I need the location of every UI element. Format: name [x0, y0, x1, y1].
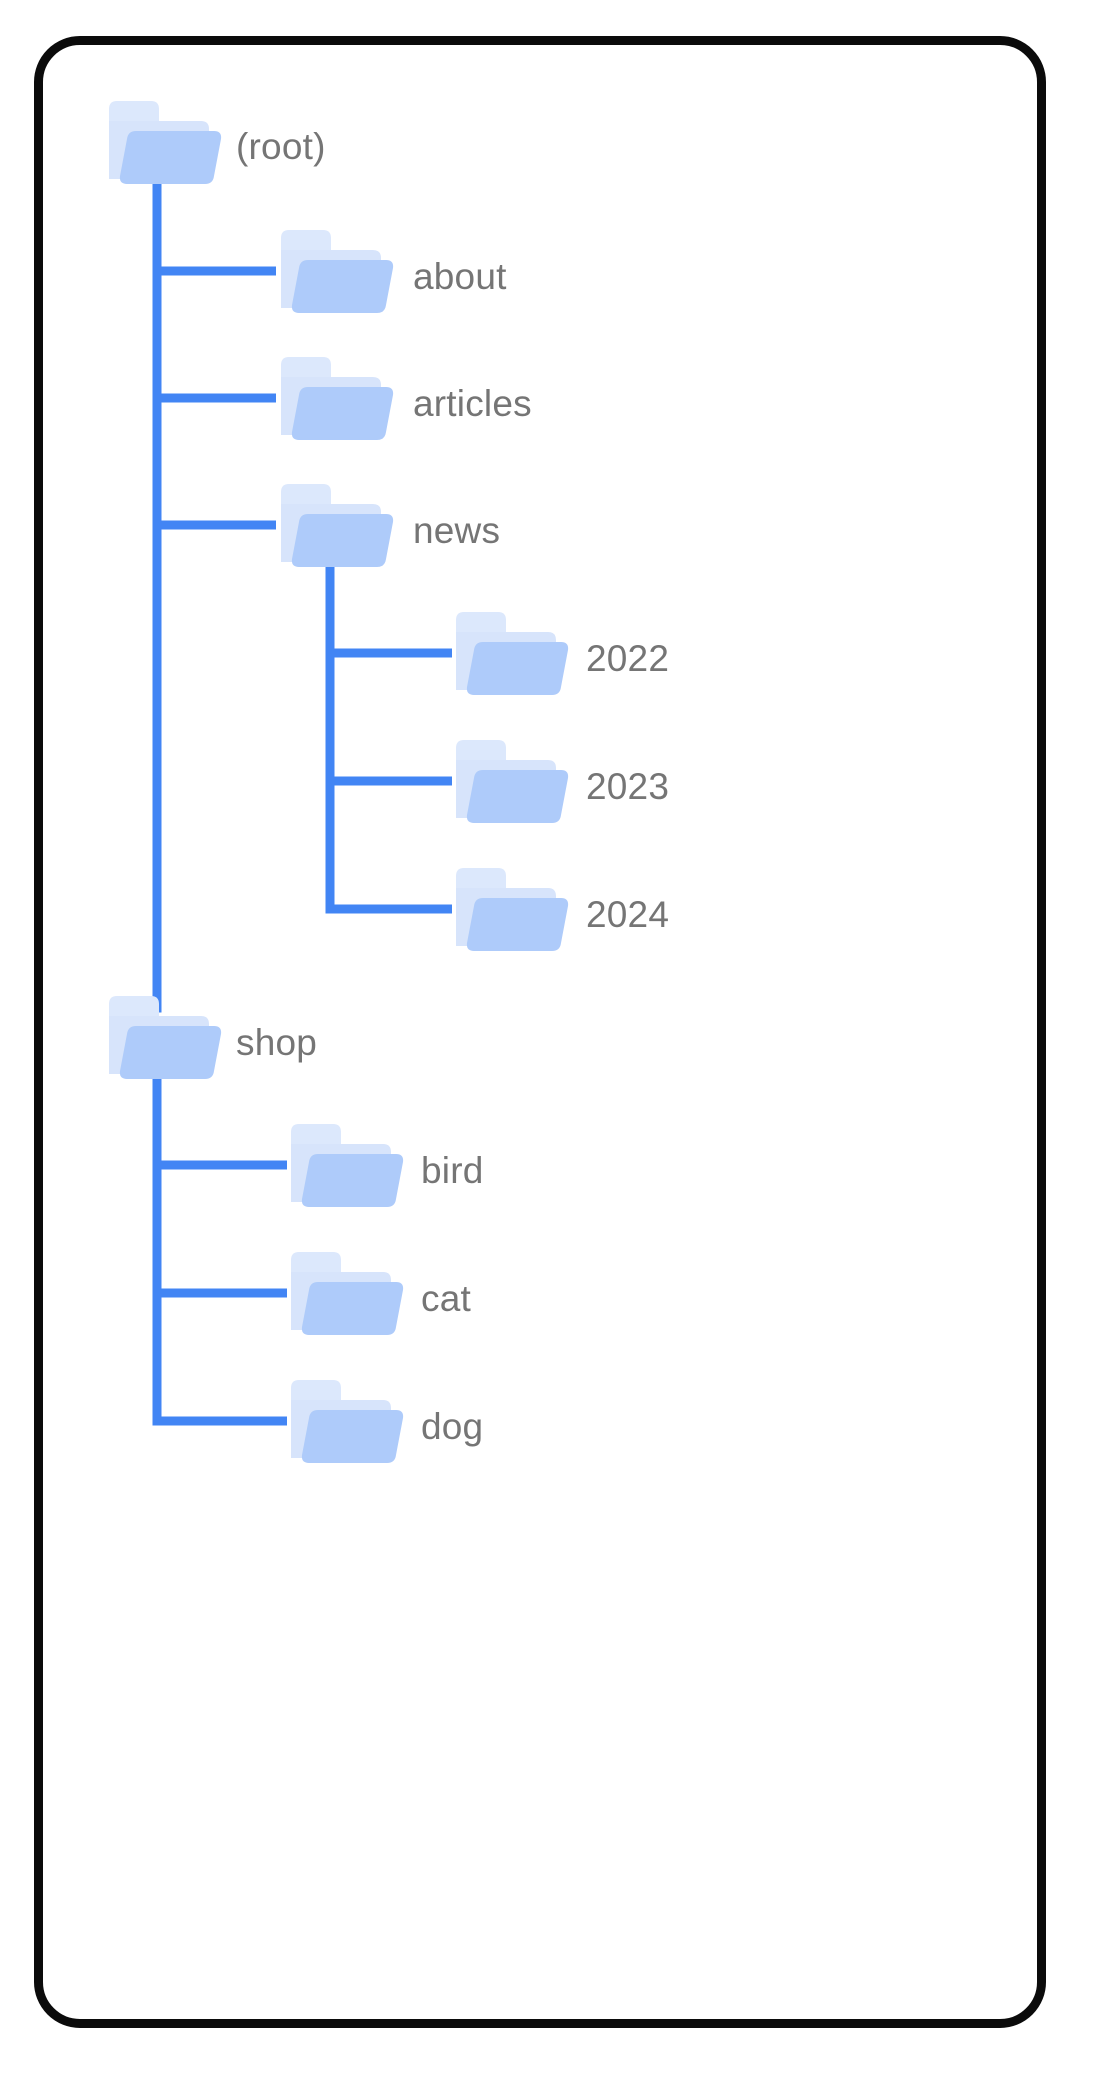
folder-icon-y2024[interactable]: [450, 866, 570, 956]
folder-icon: [291, 1252, 404, 1335]
folder-label-articles: articles: [413, 383, 532, 424]
folder-front-body: [466, 642, 569, 695]
folder-icon-y2023[interactable]: [450, 738, 570, 828]
folder-icon-news[interactable]: [275, 482, 395, 572]
folder-label-root: (root): [236, 126, 326, 167]
folder-front-body: [119, 1026, 222, 1079]
folder-front-body: [466, 898, 569, 951]
folder-icon: [456, 868, 569, 951]
folder-icon: [281, 357, 394, 440]
folder-icon-bird[interactable]: [285, 1122, 405, 1212]
folder-label-y2022: 2022: [586, 638, 670, 679]
folder-icon: [281, 230, 394, 313]
folder-label-shop: shop: [236, 1022, 318, 1063]
folder-icon: [109, 101, 222, 184]
folder-front-body: [466, 770, 569, 823]
folder-front-body: [119, 131, 222, 184]
folder-icon-dog[interactable]: [285, 1378, 405, 1468]
folder-icon: [456, 612, 569, 695]
folder-icon-y2022[interactable]: [450, 610, 570, 700]
folder-label-cat: cat: [421, 1278, 471, 1319]
folder-label-bird: bird: [421, 1150, 484, 1191]
folder-front-body: [301, 1410, 404, 1463]
folder-icon: [456, 740, 569, 823]
folder-front-body: [301, 1282, 404, 1335]
folder-label-news: news: [413, 510, 501, 551]
folder-label-dog: dog: [421, 1406, 484, 1447]
folder-icon: [109, 996, 222, 1079]
folder-label-y2023: 2023: [586, 766, 670, 807]
folder-icon: [281, 484, 394, 567]
folder-icon: [291, 1124, 404, 1207]
folder-label-y2024: 2024: [586, 894, 670, 935]
folder-front-body: [291, 514, 394, 567]
folder-front-body: [291, 387, 394, 440]
folder-icon-shop[interactable]: [103, 994, 223, 1084]
folder-icon-about[interactable]: [275, 228, 395, 318]
folder-front-body: [291, 260, 394, 313]
folder-front-body: [301, 1154, 404, 1207]
folder-icon-root[interactable]: [103, 99, 223, 189]
folder-icon-articles[interactable]: [275, 355, 395, 445]
folder-icon: [291, 1380, 404, 1463]
folder-label-about: about: [413, 256, 507, 297]
folder-icon-cat[interactable]: [285, 1250, 405, 1340]
